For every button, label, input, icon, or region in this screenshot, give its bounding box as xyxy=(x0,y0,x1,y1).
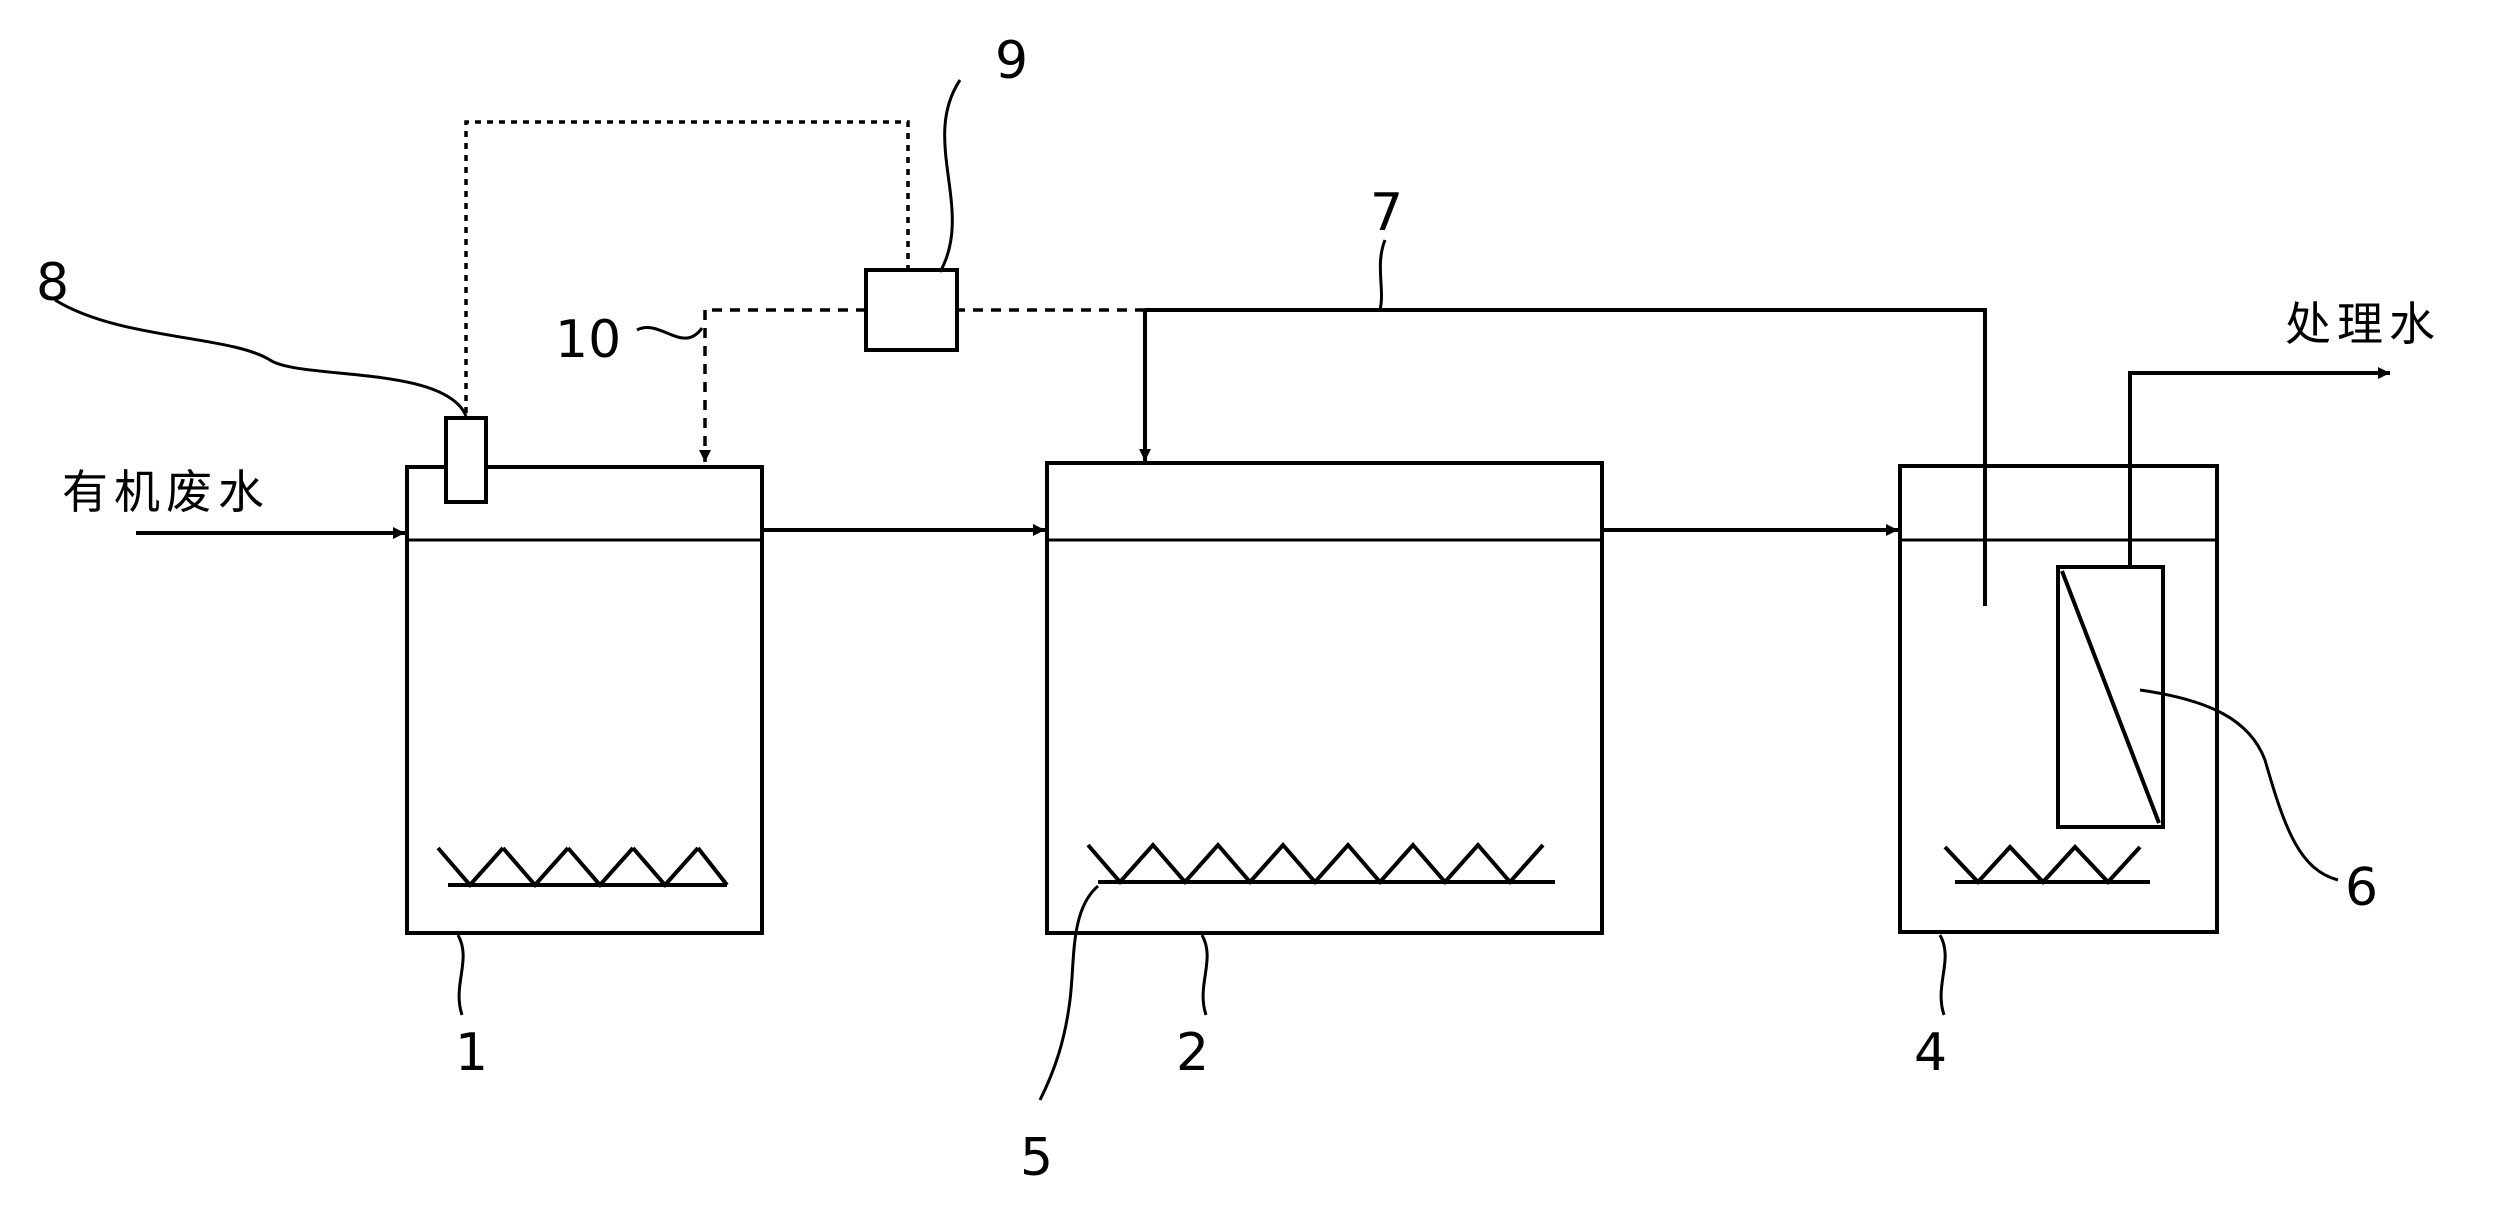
numeral-1: 1 xyxy=(455,1023,488,1083)
controller-box xyxy=(864,268,959,352)
tank-4 xyxy=(1898,464,2219,934)
membrane-module xyxy=(2056,565,2165,829)
numeral-7: 7 xyxy=(1370,183,1403,243)
inlet-label: 有机废水 xyxy=(62,465,270,519)
numeral-4: 4 xyxy=(1914,1023,1947,1083)
return-line xyxy=(1139,308,1987,606)
tank-1-diffuser xyxy=(436,846,729,889)
numeral-6: 6 xyxy=(2345,858,2378,918)
leader-2 xyxy=(1200,934,1209,1016)
numeral-5: 5 xyxy=(1020,1128,1053,1188)
numeral-2: 2 xyxy=(1176,1023,1209,1083)
treated-water-outlet-pipe xyxy=(2128,367,2390,567)
leader-7 xyxy=(1378,239,1387,311)
sensor xyxy=(444,416,488,504)
split-line xyxy=(699,308,1145,462)
numeral-8: 8 xyxy=(36,253,69,313)
leader-4 xyxy=(1938,934,1947,1016)
leader-10 xyxy=(636,326,704,340)
tank-2 xyxy=(1045,461,1604,935)
leader-8 xyxy=(54,298,468,417)
signal-line xyxy=(464,120,910,413)
outlet-label: 处理水 xyxy=(2285,297,2441,351)
numeral-10: 10 xyxy=(555,310,621,370)
tank-2-diffuser xyxy=(1086,841,1555,886)
tank-4-diffuser xyxy=(1943,844,2150,885)
leader-6 xyxy=(2139,688,2339,882)
tank-1 xyxy=(405,465,764,935)
leader-5 xyxy=(1038,884,1099,1101)
leader-9 xyxy=(938,79,962,273)
numeral-9: 9 xyxy=(995,31,1028,91)
leader-1 xyxy=(456,934,465,1016)
